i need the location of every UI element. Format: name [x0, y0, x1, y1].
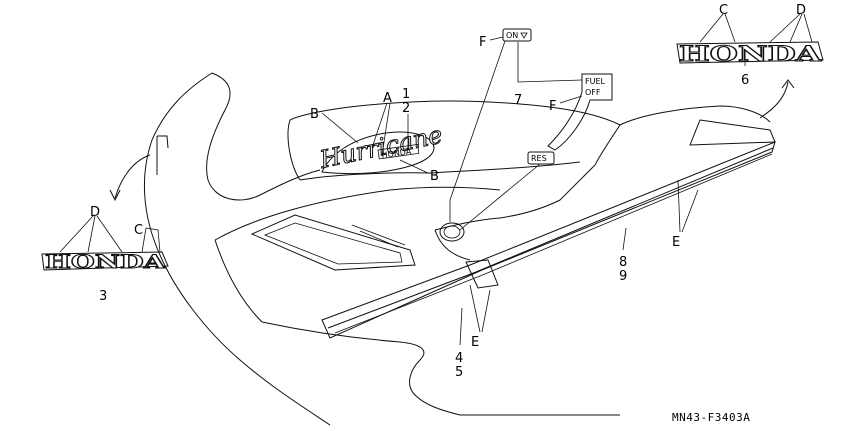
fuel-cap: [439, 222, 465, 242]
part-number-6: 6: [741, 73, 749, 88]
hurricane-script-text: Hurricane: [316, 121, 445, 174]
part-numbers: 1 2 3 4 5 6 7 8 9: [99, 73, 749, 380]
hurricane-sub-text: HONDA: [381, 147, 412, 160]
callout-B-bottom: B: [430, 169, 439, 184]
callout-F-mid: F: [549, 99, 556, 114]
fuel-label: FUEL: [585, 77, 606, 86]
hurricane-emblem: Hurricane HONDA: [316, 120, 446, 174]
callout-F-top: F: [479, 35, 486, 50]
honda-emblem-left: HONDA: [41, 250, 169, 274]
on-label: ON: [506, 31, 518, 40]
fuel-switch-decal: ON FUEL OFF RES: [502, 28, 613, 165]
callout-D-left: D: [90, 205, 100, 220]
part-number-7: 7: [514, 93, 522, 108]
callout-letters: F F A B B D C C D E E: [90, 3, 806, 350]
part-number-2: 2: [402, 101, 410, 116]
honda-left-text: HONDA: [45, 251, 165, 273]
callout-A: A: [383, 91, 392, 106]
callout-B-top: B: [310, 107, 319, 122]
leader-lines: [59, 13, 813, 346]
callout-E-right: E: [672, 235, 680, 250]
part-number-3: 3: [99, 289, 107, 304]
diagram-code: MN43-F3403A: [672, 411, 750, 424]
part-number-4: 4: [455, 351, 463, 366]
part-number-1: 1: [402, 87, 410, 102]
res-label: RES: [531, 154, 547, 163]
callout-E-lower: E: [471, 335, 479, 350]
callout-D-right: D: [796, 3, 806, 18]
side-stripe-decal: [321, 119, 776, 339]
callout-C-left: C: [134, 223, 143, 238]
callout-C-right: C: [719, 3, 728, 18]
part-number-9: 9: [619, 269, 627, 284]
honda-right-text: HONDA: [679, 41, 822, 66]
part-number-8: 8: [619, 255, 627, 270]
off-label: OFF: [585, 88, 601, 97]
part-number-5: 5: [455, 365, 463, 380]
honda-emblem-right: HONDA: [676, 40, 824, 67]
